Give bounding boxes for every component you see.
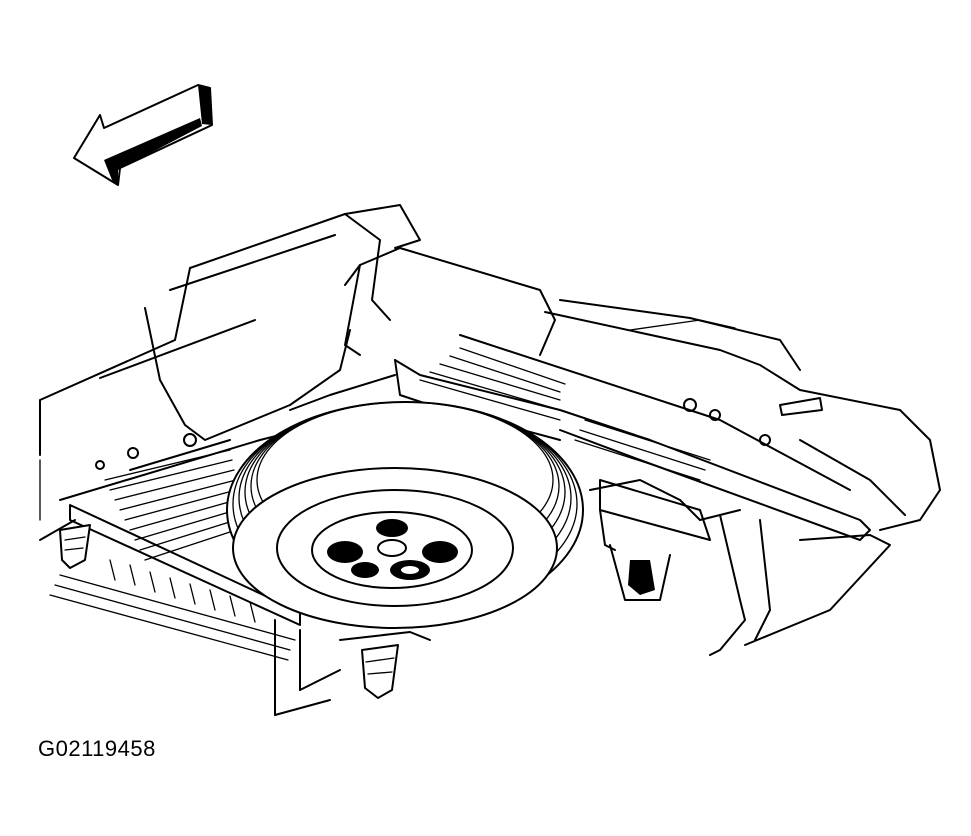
rubber-bump-stop-center <box>339 631 431 699</box>
spare-tire-icon <box>226 401 584 629</box>
fasteners <box>95 397 823 470</box>
vehicle-body-outline <box>39 204 941 531</box>
forward-direction-arrow-icon <box>73 84 213 186</box>
lower-panel-lines <box>39 459 341 716</box>
wheel-hub <box>311 511 473 589</box>
figure-id-label: G02119458 <box>38 736 156 761</box>
rubber-bump-stop-left <box>59 524 91 569</box>
floor-pan-ribs <box>49 347 711 661</box>
spare-tire-hoist-bracket <box>589 479 741 601</box>
right-hanger <box>709 514 891 656</box>
